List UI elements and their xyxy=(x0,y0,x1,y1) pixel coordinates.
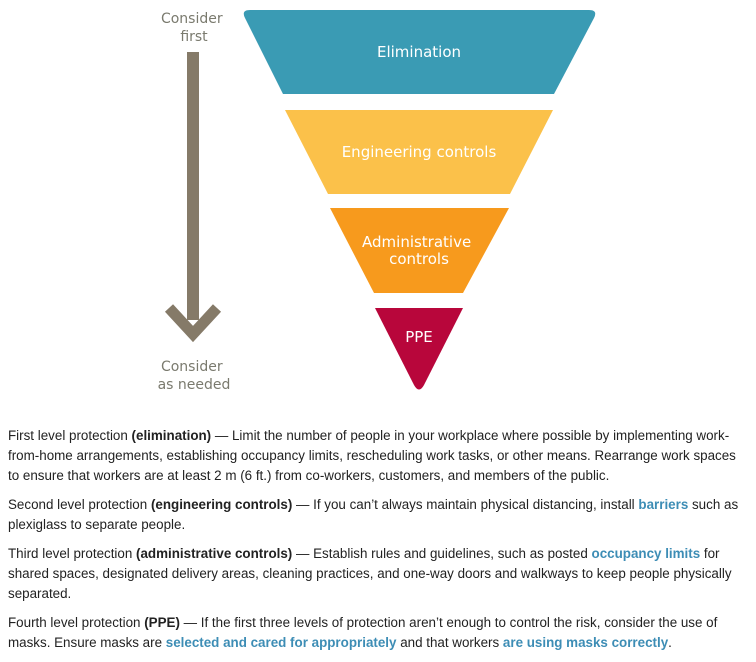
paragraph-text: . xyxy=(668,635,672,650)
level-term: (administrative controls) xyxy=(136,546,293,561)
tier-administrative-controls-shape xyxy=(330,208,509,293)
tier-administrative-controls: Administrative controls xyxy=(330,208,509,293)
tier-ppe: PPE xyxy=(375,308,463,390)
first-level-paragraph: First level protection (elimination) — L… xyxy=(8,426,750,486)
arrow-top-label: Consider first xyxy=(161,11,227,45)
protection-levels-text: First level protection (elimination) — L… xyxy=(8,426,750,662)
paragraph-text: — Limit the number of people in your wor… xyxy=(8,428,736,483)
paragraph-text: — Establish rules and guidelines, such a… xyxy=(292,546,592,561)
arrow-bottom-label: Consider as needed xyxy=(158,359,231,393)
tier-administrative-controls-label-line-1: Administrative xyxy=(362,233,471,251)
priority-arrow xyxy=(164,52,222,343)
tier-ppe-label-line-1: PPE xyxy=(405,328,433,346)
link-barriers[interactable]: barriers xyxy=(638,497,689,512)
tier-engineering-controls-shape xyxy=(285,110,553,194)
link-occupancy-limits[interactable]: occupancy limits xyxy=(591,546,701,561)
tier-engineering-controls-label-line-1: Engineering controls xyxy=(342,143,497,161)
paragraph-text: Second level protection xyxy=(8,497,151,512)
paragraph-text: — If you can’t always maintain physical … xyxy=(292,497,639,512)
arrow-shaft xyxy=(187,52,199,320)
tier-elimination-label: Elimination xyxy=(377,43,461,61)
paragraph-text: Fourth level protection xyxy=(8,615,145,630)
paragraph-text: Third level protection xyxy=(8,546,137,561)
arrow-top-label-line-2: first xyxy=(180,29,208,45)
third-level-paragraph: Third level protection (administrative c… xyxy=(8,544,750,604)
paragraph-text: First level protection xyxy=(8,428,132,443)
paragraph-text: for shared spaces, designated delivery a… xyxy=(8,546,732,601)
paragraph-text: and that workers xyxy=(396,635,503,650)
tier-elimination: Elimination xyxy=(243,10,596,94)
hierarchy-of-controls-diagram: Consider first Consider as needed Elimin… xyxy=(158,10,596,393)
tier-ppe-shape xyxy=(375,308,463,390)
tier-elimination-label-line-1: Elimination xyxy=(377,43,461,61)
arrow-bottom-label-line-1: Consider xyxy=(161,359,223,375)
tier-administrative-controls-label-line-2: controls xyxy=(389,250,449,268)
link-are-using-masks-correctly[interactable]: are using masks correctly xyxy=(502,635,669,650)
fourth-level-paragraph: Fourth level protection (PPE) — If the f… xyxy=(8,613,750,653)
arrow-bottom-label-line-2: as needed xyxy=(158,377,231,393)
level-term: (engineering controls) xyxy=(150,497,293,512)
tier-engineering-controls: Engineering controls xyxy=(285,110,553,194)
link-selected-and-cared-for-appropriately[interactable]: selected and cared for appropriately xyxy=(165,635,397,650)
level-term: (elimination) xyxy=(131,428,212,443)
paragraph-text: such as plexiglass to separate people. xyxy=(8,497,739,532)
tier-engineering-controls-label: Engineering controls xyxy=(342,143,497,161)
tier-administrative-controls-label: Administrative controls xyxy=(362,233,476,268)
arrow-head xyxy=(164,304,222,343)
tier-elimination-shape xyxy=(243,10,596,94)
second-level-paragraph: Second level protection (engineering con… xyxy=(8,495,750,535)
level-term: (PPE) xyxy=(144,615,180,630)
arrow-top-label-line-1: Consider xyxy=(161,11,223,27)
tier-ppe-label: PPE xyxy=(405,328,433,346)
